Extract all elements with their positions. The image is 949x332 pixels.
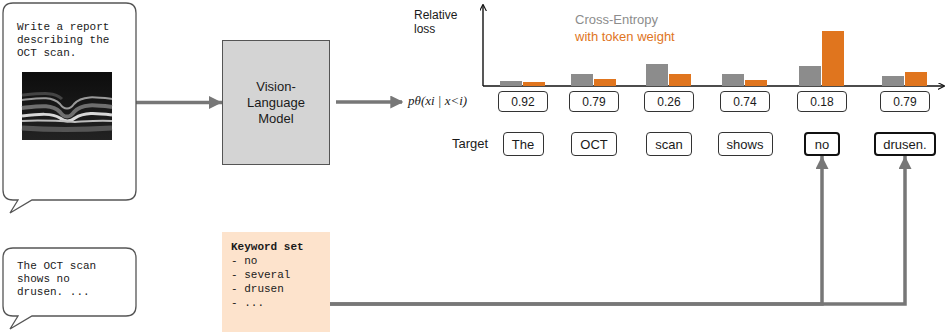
loss-bars xyxy=(500,31,927,86)
node-text: 0.26 xyxy=(657,95,680,109)
node-text: The xyxy=(512,137,534,152)
keyword-item: - drusen xyxy=(231,282,321,296)
bar xyxy=(646,64,668,86)
node-text: shows xyxy=(727,137,764,152)
probability-box: 0.79 xyxy=(880,91,930,112)
row-label: Target xyxy=(452,136,488,151)
node-text: drusen. xyxy=(883,137,926,152)
oct-layer xyxy=(22,128,112,130)
probability-box: 0.92 xyxy=(498,91,548,112)
node-text: scan xyxy=(655,137,682,152)
probability-box: 0.79 xyxy=(569,91,619,112)
speech-bubble-outline xyxy=(2,2,137,215)
node-text: 0.92 xyxy=(511,95,534,109)
connector-arrow xyxy=(330,156,822,304)
node-text: 0.18 xyxy=(810,95,833,109)
bar xyxy=(882,76,904,86)
legend-swatch: with token weight xyxy=(575,28,675,45)
keyword-heading: Keyword set xyxy=(231,240,321,254)
probability-box: 0.74 xyxy=(720,91,770,112)
bar xyxy=(523,82,545,86)
oct-background xyxy=(22,72,112,140)
node-text: no xyxy=(815,137,829,152)
target-token-box: drusen. xyxy=(874,132,936,156)
x-axis xyxy=(483,85,944,86)
model-box: Vision-Language Model xyxy=(222,40,330,165)
oct-layer xyxy=(22,113,112,121)
node-text: OCT xyxy=(580,137,607,152)
probability-box: 0.18 xyxy=(797,91,847,112)
node-text: 0.79 xyxy=(582,95,605,109)
bar xyxy=(905,72,927,86)
connector-arrow xyxy=(136,101,222,105)
prompt-bubble: Write a report describing the OCT scan. xyxy=(3,3,136,200)
legend: Cross-Entropy with token weight xyxy=(575,11,675,45)
bar xyxy=(745,80,767,86)
bar xyxy=(669,74,691,86)
target-token-box: The xyxy=(503,132,544,156)
report-bubble: The OCT scan shows no drusen. ... xyxy=(3,248,136,316)
bar xyxy=(822,31,844,86)
axis-label: Relative loss xyxy=(414,8,470,36)
legend-swatch: Cross-Entropy xyxy=(575,11,675,28)
oct-layer xyxy=(22,94,62,99)
keyword-item: - ... xyxy=(231,296,321,310)
bar xyxy=(500,81,522,86)
node-text: 0.74 xyxy=(733,95,756,109)
keyword-item: - no xyxy=(231,254,321,268)
oct-scan-image xyxy=(22,72,112,140)
probability-label: pθ(xi | x<i) xyxy=(408,93,467,109)
target-token-box: scan xyxy=(646,132,692,156)
bar xyxy=(722,74,744,86)
legend-text: with token weight xyxy=(575,29,675,44)
node-text: Write a report describing the OCT scan. xyxy=(17,21,127,60)
node-text: Vision-Language Model xyxy=(233,79,319,127)
bar xyxy=(594,79,616,86)
legend-text: Cross-Entropy xyxy=(575,12,658,27)
target-token-box: no xyxy=(804,132,840,156)
y-axis xyxy=(482,5,483,86)
node-text: 0.79 xyxy=(893,95,916,109)
bar xyxy=(799,66,821,86)
connector-arrow xyxy=(330,156,905,304)
target-token-box: OCT xyxy=(571,132,617,156)
speech-bubble xyxy=(3,248,136,329)
keyword-item: - several xyxy=(231,268,321,282)
bar xyxy=(571,74,593,86)
output-arrow xyxy=(336,100,402,104)
target-token-box: shows xyxy=(718,132,773,156)
keyword-set-box: Keyword set- no- several- drusen- ... xyxy=(222,232,330,332)
speech-bubble xyxy=(3,3,136,213)
oct-layer xyxy=(22,121,112,122)
node-text: The OCT scan shows no drusen. ... xyxy=(17,260,117,299)
probability-box: 0.26 xyxy=(644,91,694,112)
